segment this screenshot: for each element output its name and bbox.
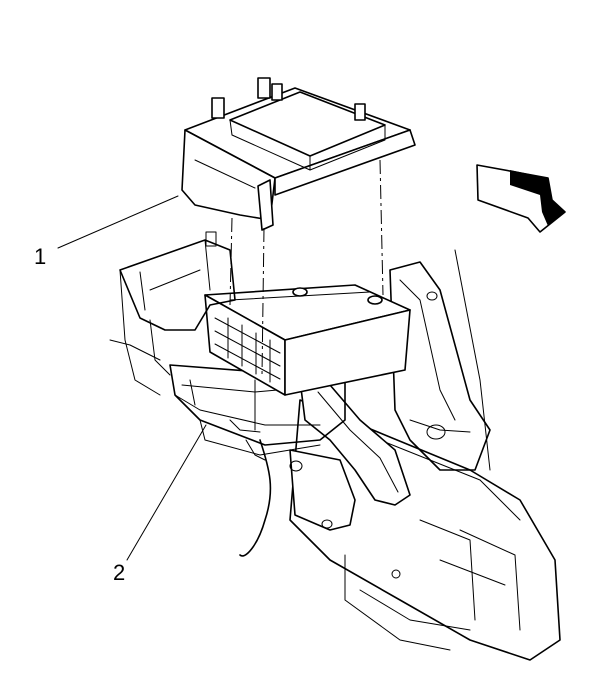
battery-tray [169,364,346,557]
hold-down-bracket [289,379,411,531]
left-bracket [109,231,236,396]
alignment-lines [229,159,384,376]
callout-label-2: 2 [113,560,125,585]
battery-label-grid [214,317,281,383]
battery-cover [181,77,416,231]
frame-bracket [389,249,491,471]
callout-1: 1 [34,195,179,269]
callout-2: 2 [113,424,207,585]
callout-label-1: 1 [34,244,46,269]
forward-direction-arrow-icon [476,164,566,233]
battery [204,284,411,396]
leader-line-2 [126,424,207,561]
leader-line-1 [57,195,179,249]
